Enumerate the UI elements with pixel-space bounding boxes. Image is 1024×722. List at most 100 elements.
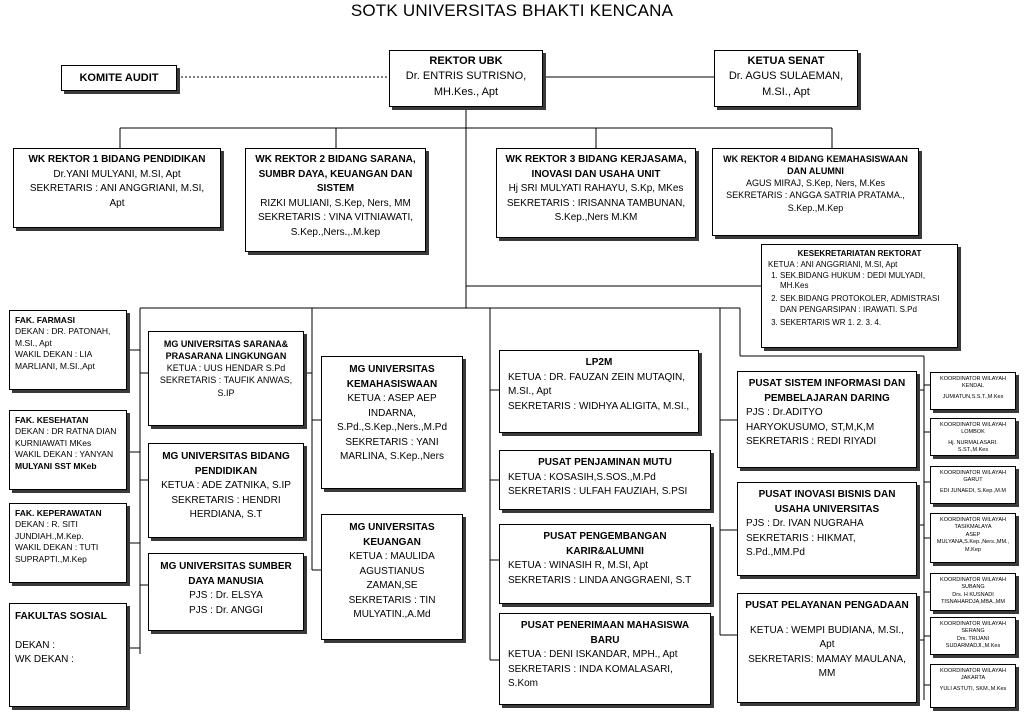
kesekretariatan-box: KESEKRETARIATAN REKTORAT KETUA : ANI ANG… xyxy=(761,244,958,348)
mg-kemahasiswaan-line: INDARNA, xyxy=(368,407,416,419)
wr3-name: Hj SRI MULYATI RAHAYU, S.Kp, MKes xyxy=(508,183,684,194)
korwil-subang-name: Drs. H KUSNADI xyxy=(952,591,994,598)
ketua-senat-degree: M.SI., Apt xyxy=(762,85,810,98)
pusat-karir-line: SEKRETARIS : LINDA ANGGRAENI, S.T xyxy=(508,574,692,586)
mg-pendidikan-line: KETUA : ADE ZATNIKA, S.IP xyxy=(161,480,291,491)
korwil-jakarta-title: KOORDINATOR WILAYAH JAKARTA xyxy=(940,668,1006,682)
pusat-mutu-box: PUSAT PENJAMINAN MUTU KETUA : KOSASIH,S.… xyxy=(499,450,711,510)
korwil-serang-name: Drs. TRIJANI xyxy=(956,635,990,642)
korwil-kendal-name: JUMIATUN,S.S.T.,M.Kes xyxy=(942,393,1004,400)
mg-sdm-line: PJS : Dr. ANGGI xyxy=(189,604,263,616)
fak-kesehatan-box: FAK. KESEHATAN DEKAN : DR RATNA DIAN KUR… xyxy=(9,410,127,490)
korwil-lombok-title: KOORDINATOR WILAYAH LOMBOK xyxy=(940,422,1006,436)
korwil-lombok-name: Hj. NURMALASARI. S.ST.,M.Kes xyxy=(948,439,998,454)
fak-kesehatan-line: WAKIL DEKAN : YANYAN xyxy=(15,449,114,460)
korwil-tasikmalaya-name: M.Kep xyxy=(965,546,981,553)
wr3-secretary: SEKRETARIS : IRISANNA TAMBUNAN, xyxy=(506,197,686,209)
korwil-jakarta-name: YULI ASTUTI, SKM.,M.Kes xyxy=(939,685,1007,692)
pusat-karir-box: PUSAT PENGEMBANGAN KARIR&ALUMNI KETUA : … xyxy=(499,524,711,604)
ketua-senat-title: KETUA SENAT xyxy=(747,55,825,67)
mg-kemahasiswaan-line: SEKRETARIS : YANI xyxy=(345,436,439,448)
pusat-inovasi-line: PJS : Dr. IVAN NUGRAHA xyxy=(746,518,864,529)
pusat-karir-title: PUSAT PENGEMBANGAN KARIR&ALUMNI xyxy=(543,531,667,557)
pusat-pengadaan-box: PUSAT PELAYANAN PENGADAAN KETUA : WEMPI … xyxy=(737,593,917,703)
lp2m-box: LP2M KETUA : DR. FAUZAN ZEIN MUTAQIN, M.… xyxy=(499,350,699,433)
wr1-secretary: SEKRETARIS : ANI ANGGRIANI, M.SI, xyxy=(29,183,205,194)
fak-sosial-box: FAKULTAS SOSIAL DEKAN : WK DEKAN : xyxy=(9,603,127,707)
korwil-garut-name: EDI JUNAEDI, S.Kep.,M.M xyxy=(939,487,1006,494)
kesekretariatan-ketua: KETUA : ANI ANGGRIANI, M.SI, Apt xyxy=(768,259,898,269)
mg-keuangan-line: SEKRETARIS : TIN xyxy=(348,594,436,606)
fak-farmasi-line: M.SI., Apt xyxy=(15,337,52,348)
fak-farmasi-line: WAKIL DEKAN : LIA xyxy=(15,349,93,360)
fak-kesehatan-title: FAK. KESEHATAN xyxy=(15,415,89,425)
mg-pendidikan-line: HERDIANA, S.T xyxy=(189,509,263,520)
wr2-secretary-degree: S.Kep.,Ners.,.M.kep xyxy=(290,226,381,238)
mg-kemahasiswaan-box: MG UNIVERSITAS KEMAHASISWAAN KETUA : ASE… xyxy=(321,356,463,489)
mg-keuangan-line: KETUA : MAULIDA xyxy=(349,551,435,562)
mg-pendidikan-box: MG UNIVERSITAS BIDANG PENDIDIKAN KETUA :… xyxy=(148,443,304,538)
pusat-sistem-informasi-line: HARYOKUSUMO, ST,M,K,M xyxy=(746,421,875,433)
komite-audit-title: KOMITE AUDIT xyxy=(79,72,159,84)
fak-keperawatan-title: FAK. KEPERAWATAN xyxy=(15,508,102,518)
wr2-name: RIZKI MULIANI, S.Kep, Ners, MM xyxy=(260,197,411,209)
korwil-subang-name: TISNAHARDJA,MBA.,MM xyxy=(941,599,1005,606)
kesekretariatan-item: SEK.BIDANG PROTOKOLER, ADMISTRASI DAN PE… xyxy=(780,294,951,316)
wr1-box: WK REKTOR 1 BIDANG PENDIDIKAN Dr.YANI MU… xyxy=(13,148,221,228)
pusat-inovasi-line: S.Pd.,MM.Pd xyxy=(746,547,805,558)
pusat-sistem-informasi-line: PJS : Dr.ADITYO xyxy=(746,407,823,418)
fak-keperawatan-box: FAK. KEPERAWATAN DEKAN : R. SITI JUNDIAH… xyxy=(9,503,127,583)
mg-sarana-box: MG UNIVERSITAS SARANA& PRASARANA LINGKUN… xyxy=(148,331,304,426)
korwil-serang-box: KOORDINATOR WILAYAH SERANG Drs. TRIJANI … xyxy=(930,617,1016,655)
mg-sarana-line: KETUA : UUS HENDAR S.Pd xyxy=(166,363,286,374)
mg-keuangan-line: AGUSTIANUS xyxy=(359,565,425,577)
pusat-pmb-title: PUSAT PENERIMAAN MAHASISWA BARU xyxy=(520,620,690,646)
wr4-name: AGUS MIRAJ, S.Kep, Ners, M.Kes xyxy=(745,178,886,189)
korwil-kendal-box: KOORDINATOR WILAYAH KENDAL JUMIATUN,S.S.… xyxy=(930,372,1016,410)
mg-keuangan-title: MG UNIVERSITAS KEUANGAN xyxy=(349,522,435,548)
chart-title: SOTK UNIVERSITAS BHAKTI KENCANA xyxy=(350,1,674,20)
lp2m-line: SEKRETARIS : WIDHYA ALIGITA, M.SI., xyxy=(508,400,690,412)
mg-kemahasiswaan-line: MARLINA, S.Kep.,Ners xyxy=(340,451,444,462)
mg-kemahasiswaan-title: MG UNIVERSITAS KEMAHASISWAAN xyxy=(346,364,438,390)
lp2m-title: LP2M xyxy=(585,357,613,368)
mg-pendidikan-title: MG UNIVERSITAS BIDANG PENDIDIKAN xyxy=(162,451,290,477)
fak-kesehatan-line: DEKAN : DR RATNA DIAN xyxy=(15,426,117,437)
mg-kemahasiswaan-line: S.Pd.,S.Kep.,Ners.,M.Pd xyxy=(336,422,448,433)
ketua-senat-box: KETUA SENAT Dr. AGUS SULAEMAN, M.SI., Ap… xyxy=(714,50,858,107)
korwil-garut-box: KOORDINATOR WILAYAH GARUT EDI JUNAEDI, S… xyxy=(930,466,1016,504)
mg-kemahasiswaan-line: KETUA : ASEP AEP xyxy=(347,393,437,404)
korwil-lombok-box: KOORDINATOR WILAYAH LOMBOK Hj. NURMALASA… xyxy=(930,418,1016,456)
fak-kesehatan-line: MULYANI SST MKeb xyxy=(15,460,97,471)
mg-keuangan-box: MG UNIVERSITAS KEUANGAN KETUA : MAULIDA … xyxy=(321,514,463,640)
pusat-pmb-box: PUSAT PENERIMAAN MAHASISWA BARU KETUA : … xyxy=(499,613,711,705)
mg-keuangan-line: ZAMAN,SE xyxy=(366,580,418,591)
rektor-title: REKTOR UBK xyxy=(429,55,503,67)
mg-keuangan-line: MULYATIN.,A.Md xyxy=(353,609,431,620)
wr3-box: WK REKTOR 3 BIDANG KERJASAMA, INOVASI DA… xyxy=(496,148,696,238)
kesekretariatan-item: SEK.BIDANG HUKUM : DEDI MULYADI, MH.Kes xyxy=(780,271,951,293)
pusat-mutu-line: SEKRETARIS : ULFAH FAUZIAH, S.PSI xyxy=(508,486,688,497)
wr1-secretary-degree: Apt xyxy=(109,197,125,209)
korwil-serang-title: KOORDINATOR WILAYAH SERANG xyxy=(940,621,1006,635)
pusat-inovasi-box: PUSAT INOVASI BISNIS DAN USAHA UNIVERSIT… xyxy=(737,482,917,576)
pusat-mutu-line: KETUA : KOSASIH,S.SOS.,M.Pd xyxy=(508,471,656,483)
pusat-pengadaan-title: PUSAT PELAYANAN PENGADAAN xyxy=(745,600,909,611)
rektor-box: REKTOR UBK Dr. ENTRIS SUTRISNO, MH.Kes.,… xyxy=(389,50,543,107)
wr2-box: WK REKTOR 2 BIDANG SARANA, SUMBR DAYA, K… xyxy=(245,148,426,252)
mg-sdm-line: PJS : Dr. ELSYA xyxy=(189,590,263,601)
korwil-serang-name: SUDARMADJI.,M.Kes xyxy=(945,643,1001,650)
rektor-degree: MH.Kes., Apt xyxy=(433,85,499,98)
mg-sarana-title: MG UNIVERSITAS SARANA& PRASARANA LINGKUN… xyxy=(163,339,289,362)
pusat-inovasi-title: PUSAT INOVASI BISNIS DAN USAHA UNIVERSIT… xyxy=(758,489,896,515)
korwil-tasikmalaya-name: MULYANA,S.Kep.,Ners.,MM., xyxy=(936,539,1010,546)
wr1-title: WK REKTOR 1 BIDANG PENDIDIKAN xyxy=(28,154,206,165)
mg-sdm-box: MG UNIVERSITAS SUMBER DAYA MANUSIA PJS :… xyxy=(148,553,304,631)
mg-sarana-line: S.IP xyxy=(217,387,235,398)
wr1-name: Dr.YANI MULYANI, M.SI, Apt xyxy=(53,168,181,180)
mg-sarana-line: SEKRETARIS : TAUFIK ANWAS, xyxy=(159,375,293,386)
fak-farmasi-line: MARLIANI, M.SI.,Apt xyxy=(15,360,95,371)
fak-kesehatan-line: KURNIAWATI MKes xyxy=(15,437,92,448)
wr4-secretary-degree: S.Kep.,M.Kep xyxy=(787,202,844,213)
